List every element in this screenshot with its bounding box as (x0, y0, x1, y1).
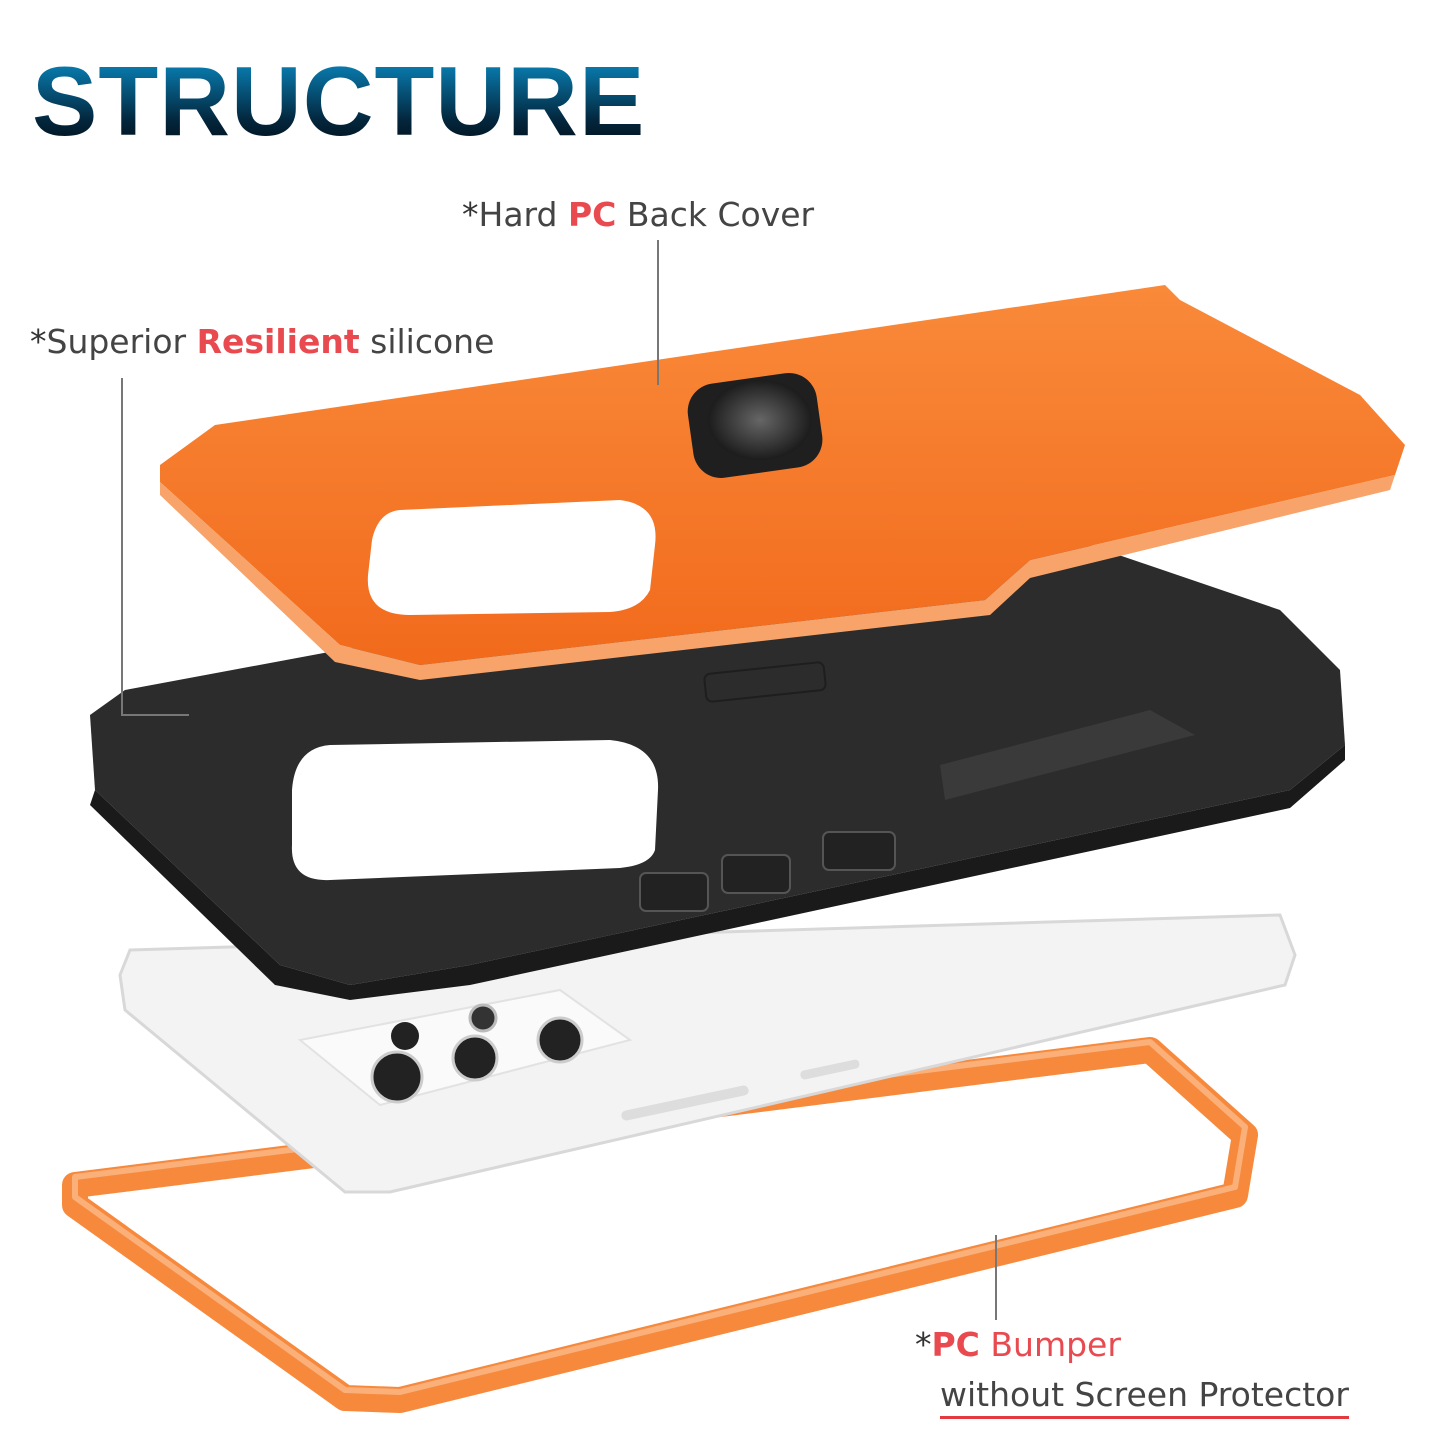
label-silicone: *Superior Resilient silicone (30, 322, 495, 361)
pc-bumper-frame (62, 1037, 1258, 1413)
label-bumper-note: without Screen Protector (940, 1375, 1349, 1419)
callout-line-silicone (121, 378, 123, 714)
hard-pc-back-cover (160, 285, 1405, 680)
label-back-cover: *Hard PC Back Cover (462, 195, 815, 234)
page-title: STRUCTURE (32, 46, 646, 156)
label-bumper: *PC Bumper (915, 1325, 1121, 1364)
callout-line-silicone-h (121, 714, 189, 716)
callout-line-bumper (995, 1235, 997, 1320)
callout-line-back-cover (657, 240, 659, 385)
